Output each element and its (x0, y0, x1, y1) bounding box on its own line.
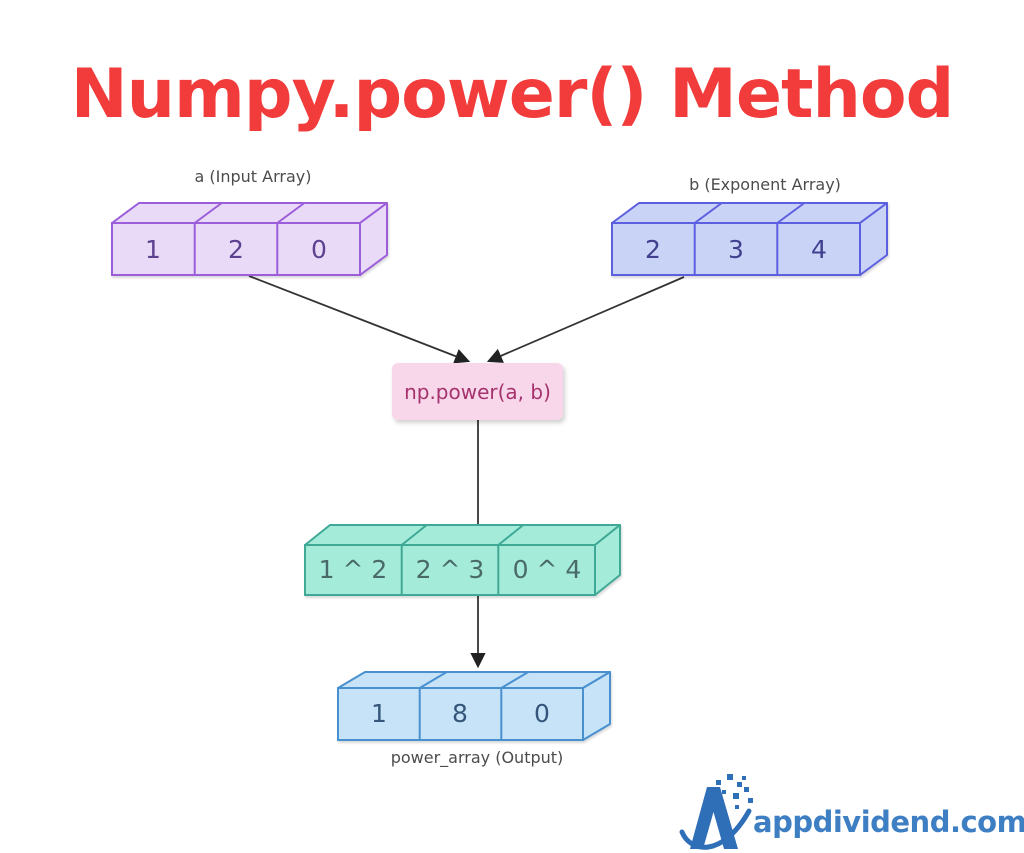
output-array-front-face (337, 687, 584, 741)
logo-pixel-dots (716, 774, 753, 809)
exponent-array-cell: 3 (728, 235, 744, 264)
output-array-top-divider (419, 671, 448, 689)
computation-array-cell: 2 ^ 3 (416, 555, 485, 584)
connector-arrows (248, 275, 685, 669)
computation-array-top-divider (401, 524, 428, 546)
output-array-top-face (337, 671, 611, 689)
exponent-array-top-face (611, 202, 888, 224)
input-array-cell: 0 (311, 235, 327, 264)
exponent-array-top-divider (694, 202, 723, 224)
computation-array-cell: 1 ^ 2 (319, 555, 388, 584)
input-array-cell: 1 (145, 235, 161, 264)
brand-name: appdividend.com (753, 805, 1024, 839)
function-box: np.power(a, b) (392, 363, 563, 420)
computation-array-top-divider (497, 524, 524, 546)
output-array-cell: 8 (452, 699, 468, 728)
input-array-cell: 2 (228, 235, 244, 264)
exponent-array-cell: 2 (645, 235, 661, 264)
exponent-array-cell: 4 (811, 235, 827, 264)
appdividend-logo-icon (679, 774, 753, 850)
function-box-label: np.power(a, b) (404, 380, 551, 404)
input-array-front-face (111, 222, 361, 276)
output-array-top-divider (500, 671, 529, 689)
input-array-top-divider (194, 202, 223, 224)
function-box-background (392, 363, 563, 420)
input-array-label: a (Input Array) (195, 167, 312, 186)
exponent-array: 2 3 4 (611, 202, 888, 276)
output-array-cell: 0 (534, 699, 550, 728)
brand-logo: appdividend.com (679, 774, 1024, 850)
exponent-array-label: b (Exponent Array) (689, 175, 841, 194)
page-title: Numpy.power() Method (71, 55, 954, 134)
output-array-label: power_array (Output) (391, 748, 564, 768)
arrow-input-to-function (248, 275, 471, 364)
computation-array: 1 ^ 2 2 ^ 3 0 ^ 4 (304, 524, 621, 596)
computation-array-cell: 0 ^ 4 (513, 555, 582, 584)
input-array: 1 2 0 (111, 202, 388, 276)
output-array: 1 8 0 (337, 671, 611, 741)
computation-array-front-face (304, 544, 596, 596)
logo-swoosh (679, 808, 752, 850)
exponent-array-top-divider (776, 202, 805, 224)
arrow-exponent-to-function (486, 276, 685, 363)
input-array-top-divider (276, 202, 305, 224)
output-array-cell: 1 (371, 699, 387, 728)
computation-array-top-face (304, 524, 621, 546)
exponent-array-front-face (611, 222, 861, 276)
input-array-top-face (111, 202, 388, 224)
logo-a-shape (690, 787, 738, 849)
